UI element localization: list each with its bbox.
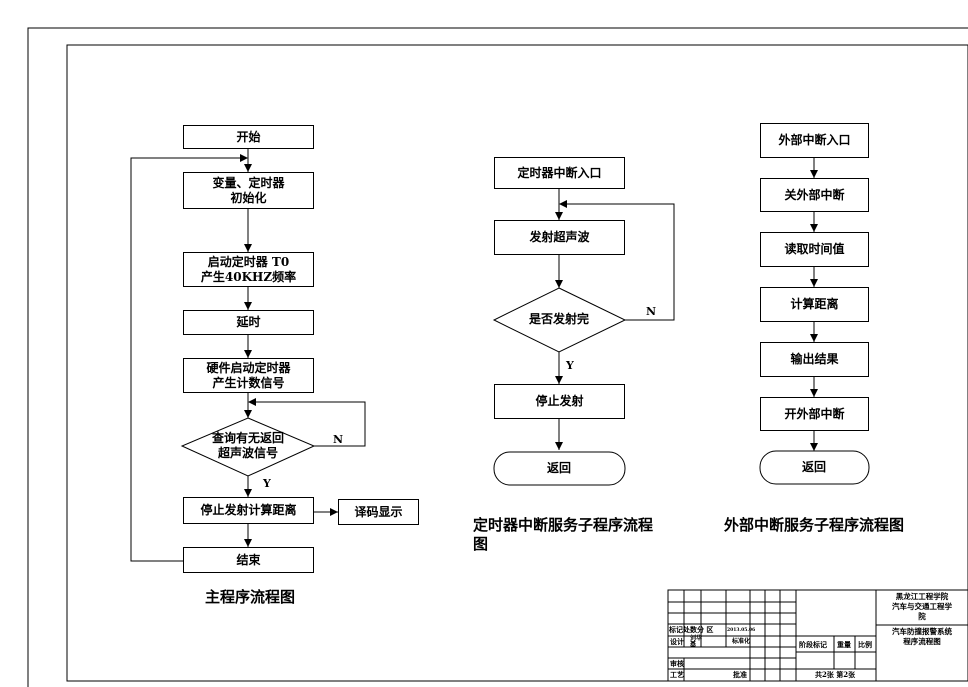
stop-calc-box: 停止发射计算距离 (183, 497, 314, 524)
decode-box: 译码显示 (338, 499, 419, 525)
timer-return-label: 返回 (546, 461, 571, 475)
enable-int-box: 开外部中断 (760, 397, 869, 431)
timer-return-terminator (493, 451, 626, 486)
stop-emit-box: 停止发射 (494, 384, 625, 419)
design-label: 设计 (670, 637, 684, 646)
sheet-count: 共2张 第2张 (815, 670, 856, 679)
inner-frame (66, 44, 968, 682)
delay-box: 延时 (183, 310, 314, 335)
emit-done-label: 是否发射完 (528, 312, 589, 326)
review-label: 审核 (670, 659, 684, 668)
emit-box: 发射超声波 (494, 220, 625, 255)
init-box: 变量、定时器 初始化 (183, 172, 314, 209)
stage-label: 阶段标记 (799, 640, 827, 649)
ext-return-terminator (759, 450, 870, 485)
ext-entry-box: 外部中断入口 (760, 123, 869, 158)
start-box: 开始 (183, 125, 314, 149)
calc-distance-box: 计算距离 (760, 287, 869, 322)
std-label: 标准化 (732, 638, 751, 645)
emit-yes-label: Y (566, 359, 574, 372)
process-label: 工艺 (670, 670, 684, 679)
weight-label: 重量 (837, 640, 851, 649)
emit-done-decision (492, 287, 627, 353)
timer-caption: 定时器中断服务子程序流程 图 (473, 516, 654, 553)
hw-timer-box: 硬件启动定时器 产生计数信号 (183, 358, 314, 393)
approve-label: 批准 (733, 670, 747, 679)
main-caption: 主程序流程图 (205, 588, 296, 606)
output-box: 输出结果 (760, 342, 869, 377)
designer-name: 刘华 基 (690, 635, 703, 648)
scale-label: 比例 (858, 640, 872, 649)
ext-return-label: 返回 (801, 460, 826, 474)
timer-entry-box: 定时器中断入口 (494, 157, 625, 189)
read-time-box: 读取时间值 (760, 232, 869, 267)
disable-int-box: 关外部中断 (760, 178, 869, 212)
emit-no-label: N (646, 305, 657, 318)
query-no-label: N (333, 433, 344, 446)
drawing-title: 汽车防撞报警系统 程序流程图 (892, 627, 952, 646)
start-timer-box: 启动定时器 T0 产生40KHZ频率 (183, 252, 314, 287)
outer-frame (27, 27, 968, 687)
ext-caption: 外部中断服务子程序流程图 (724, 516, 905, 534)
query-label: 查询有无返回 超声波信号 (211, 431, 284, 460)
school-name: 黑龙江工程学院 汽车与交通工程学 院 (892, 592, 952, 621)
date-code: 2013.05.06 (727, 628, 756, 633)
end-box: 结束 (183, 547, 314, 573)
mark-row-label: 标记处数分 区 (669, 625, 714, 634)
query-yes-label: Y (263, 477, 271, 490)
title-block (667, 589, 968, 682)
query-decision (180, 417, 316, 477)
